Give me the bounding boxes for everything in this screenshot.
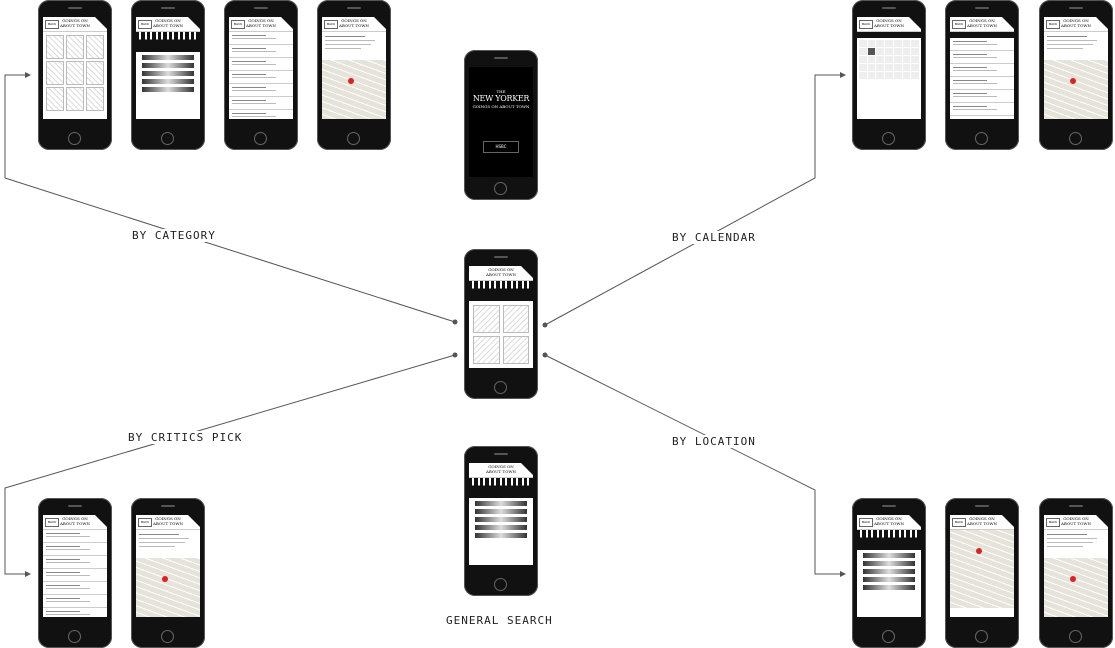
label-by-location: BY LOCATION — [670, 435, 758, 448]
listing-detail — [136, 530, 200, 558]
app-title: GOINGS ON ABOUT TOWN — [873, 18, 905, 28]
location-map[interactable] — [322, 60, 386, 120]
connector-calendar — [544, 72, 846, 326]
app-title: GOINGS ON ABOUT TOWN — [59, 18, 91, 28]
app-title: GOINGS ON ABOUT TOWN — [1060, 516, 1092, 526]
app-title: GOINGS ON ABOUT TOWN — [485, 267, 517, 277]
label-by-category: BY CATEGORY — [130, 229, 218, 242]
search-filters[interactable] — [469, 501, 533, 538]
back-button[interactable]: BACK — [231, 20, 246, 29]
magazine-name: NEW YORKER — [472, 94, 530, 103]
location-map[interactable] — [950, 530, 1014, 608]
connector-dot — [542, 352, 548, 358]
back-button[interactable]: BACK — [45, 20, 60, 29]
search-phone: GOINGS ON ABOUT TOWN — [464, 446, 538, 596]
app-title: GOINGS ON ABOUT TOWN — [245, 18, 277, 28]
location-map[interactable] — [1044, 558, 1108, 618]
location-map[interactable] — [1044, 60, 1108, 120]
label-by-calendar: BY CALENDAR — [670, 231, 758, 244]
date-bar — [469, 295, 533, 301]
magazine-the: THE — [496, 89, 506, 94]
back-button[interactable]: BACK — [859, 20, 874, 29]
back-button[interactable]: BACK — [952, 20, 967, 29]
home-screen: GOINGS ON ABOUT TOWN — [469, 266, 533, 376]
sponsor-logo: HSBC — [483, 141, 519, 153]
home-phone: GOINGS ON ABOUT TOWN — [464, 249, 538, 399]
listing-list[interactable] — [229, 32, 293, 123]
connector-dot — [452, 319, 458, 325]
listing-detail — [1044, 32, 1108, 60]
listing-list[interactable] — [43, 530, 107, 621]
connector-dot — [452, 352, 458, 358]
app-title: GOINGS ON ABOUT TOWN — [485, 464, 517, 474]
listing-list[interactable] — [950, 38, 1014, 127]
app-title: GOINGS ON ABOUT TOWN — [966, 516, 998, 526]
connector-category — [4, 72, 456, 323]
app-title: GOINGS ON ABOUT TOWN — [966, 18, 998, 28]
app-title: GOINGS ON ABOUT TOWN — [152, 18, 184, 28]
category-grid[interactable] — [43, 32, 107, 114]
label-by-critics-pick: BY CRITICS PICK — [126, 431, 245, 444]
skyline-banner — [469, 281, 533, 295]
app-title: GOINGS ON ABOUT TOWN — [873, 516, 905, 526]
home-menu-grid[interactable] — [469, 301, 533, 368]
back-button[interactable]: BACK — [324, 20, 339, 29]
listing-detail — [322, 32, 386, 60]
splash-phone: THE NEW YORKER GOINGS ON ABOUT TOWN HSBC — [464, 50, 538, 200]
back-button[interactable]: BACK — [952, 518, 967, 527]
search-filters[interactable] — [136, 55, 200, 92]
app-title: GOINGS ON ABOUT TOWN — [338, 18, 370, 28]
app-title: GOINGS ON ABOUT TOWN — [59, 516, 91, 526]
back-button[interactable]: BACK — [138, 518, 153, 527]
back-button[interactable]: BACK — [138, 20, 153, 29]
listing-detail — [1044, 530, 1108, 558]
search-screen: GOINGS ON ABOUT TOWN — [469, 463, 533, 573]
app-title: GOINGS ON ABOUT TOWN — [152, 516, 184, 526]
connector-location — [544, 354, 846, 577]
back-button[interactable]: BACK — [1046, 20, 1061, 29]
app-title: GOINGS ON ABOUT TOWN — [1060, 18, 1092, 28]
back-button[interactable]: BACK — [45, 518, 60, 527]
search-filters[interactable] — [857, 553, 921, 590]
connector-critics — [4, 354, 456, 577]
splash-screen: THE NEW YORKER GOINGS ON ABOUT TOWN HSBC — [469, 67, 533, 177]
connector-dot — [542, 322, 548, 328]
calendar-grid[interactable] — [857, 38, 921, 81]
label-general-search: GENERAL SEARCH — [444, 614, 555, 627]
back-button[interactable]: BACK — [859, 518, 874, 527]
back-button[interactable]: BACK — [1046, 518, 1061, 527]
location-map[interactable] — [136, 558, 200, 618]
magazine-subtitle: GOINGS ON ABOUT TOWN — [472, 104, 530, 109]
